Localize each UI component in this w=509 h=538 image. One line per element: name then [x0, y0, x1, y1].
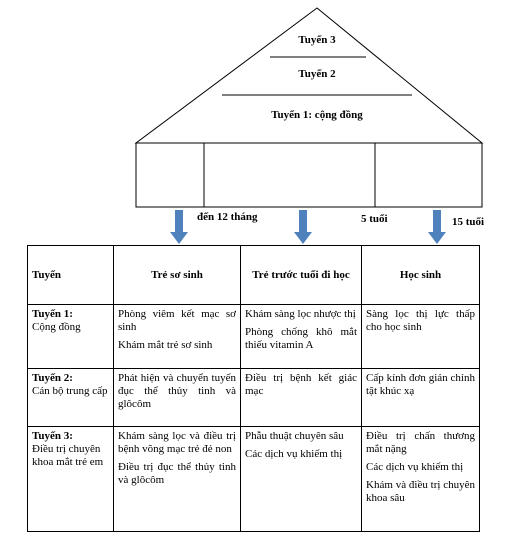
row-title: Tuyến 2: — [32, 372, 73, 384]
cell-text: Phẫu thuật chuyên sâu — [245, 430, 344, 442]
cell-text: Phòng chống khô mắt thiếu vitamin A — [245, 326, 357, 351]
tier-1-label: Tuyến 1: cộng đồng — [271, 109, 363, 121]
header-level: Tuyến — [27, 245, 114, 305]
row-title: Tuyến 1: — [32, 308, 73, 320]
tier-2-label: Tuyến 2 — [298, 68, 336, 80]
row-subtitle: Điều trị chuyên khoa mắt trẻ em — [32, 443, 104, 468]
tier-3-label: Tuyến 3 — [298, 34, 336, 46]
arrow-down-icon — [428, 210, 446, 244]
age-marker-15-years: 15 tuổi — [452, 216, 485, 228]
cell-text: Phát hiện và chuyển tuyến đục thể thủy t… — [118, 372, 236, 410]
table-row: Tuyến 1: Cộng đồng Phòng viêm kết mạc sơ… — [27, 304, 480, 369]
row-title: Tuyến 3: — [32, 430, 73, 442]
cell-text: Điều trị bệnh kết giác mạc — [245, 372, 357, 397]
table-cell: Phẫu thuật chuyên sâu Các dịch vụ khiếm … — [240, 426, 362, 532]
cell-text: Sàng lọc thị lực thấp cho học sinh — [366, 308, 475, 333]
pyramid-diagram — [134, 7, 484, 244]
cell-text: Điều trị đục thể thủy tinh và glôcôm — [118, 461, 236, 486]
cell-text: Phòng viêm kết mạc sơ sinh — [118, 308, 236, 333]
age-marker-5-years: 5 tuổi — [361, 213, 388, 225]
header-preschool: Trẻ trước tuổi đi học — [240, 245, 362, 305]
cell-text: Khám và điều trị chuyên khoa sâu — [366, 479, 475, 504]
header-newborn: Trẻ sơ sinh — [113, 245, 241, 305]
table-header-row: Tuyến Trẻ sơ sinh Trẻ trước tuổi đi học … — [27, 245, 480, 305]
row-subtitle: Cán bộ trung cấp — [32, 385, 108, 397]
cell-text: Khám mắt trẻ sơ sinh — [118, 339, 213, 351]
table-row: Tuyến 3: Điều trị chuyên khoa mắt trẻ em… — [27, 426, 480, 532]
age-marker-12-months: đến 12 tháng — [197, 211, 258, 223]
table-cell: Phòng viêm kết mạc sơ sinh Khám mắt trẻ … — [113, 304, 241, 369]
row-level-cell: Tuyến 1: Cộng đồng — [27, 304, 114, 369]
cell-text: Các dịch vụ khiếm thị — [366, 461, 464, 473]
table-cell: Cấp kính đơn giản chỉnh tật khúc xạ — [361, 368, 480, 427]
row-level-cell: Tuyến 2: Cán bộ trung cấp — [27, 368, 114, 427]
header-school-children: Học sinh — [361, 245, 480, 305]
arrow-down-icon — [294, 210, 312, 244]
table-cell: Khám sàng lọc nhược thị Phòng chống khô … — [240, 304, 362, 369]
table-cell: Điều trị bệnh kết giác mạc — [240, 368, 362, 427]
arrow-down-icon — [170, 210, 188, 244]
row-level-cell: Tuyến 3: Điều trị chuyên khoa mắt trẻ em — [27, 426, 114, 532]
table-cell: Phát hiện và chuyển tuyến đục thể thủy t… — [113, 368, 241, 427]
table-cell: Sàng lọc thị lực thấp cho học sinh — [361, 304, 480, 369]
table-row: Tuyến 2: Cán bộ trung cấp Phát hiện và c… — [27, 368, 480, 427]
cell-text: Khám sàng lọc và điều trị bệnh võng mạc … — [118, 430, 236, 455]
cell-text: Cấp kính đơn giản chỉnh tật khúc xạ — [366, 372, 475, 397]
table-cell: Điều trị chấn thương mắt nặng Các dịch v… — [361, 426, 480, 532]
eye-care-levels-table: Tuyến Trẻ sơ sinh Trẻ trước tuổi đi học … — [27, 245, 480, 532]
cell-text: Các dịch vụ khiếm thị — [245, 448, 343, 460]
cell-text: Điều trị chấn thương mắt nặng — [366, 430, 475, 455]
table-cell: Khám sàng lọc và điều trị bệnh võng mạc … — [113, 426, 241, 532]
cell-text: Khám sàng lọc nhược thị — [245, 308, 356, 320]
row-subtitle: Cộng đồng — [32, 321, 81, 333]
age-base-box — [135, 142, 483, 208]
